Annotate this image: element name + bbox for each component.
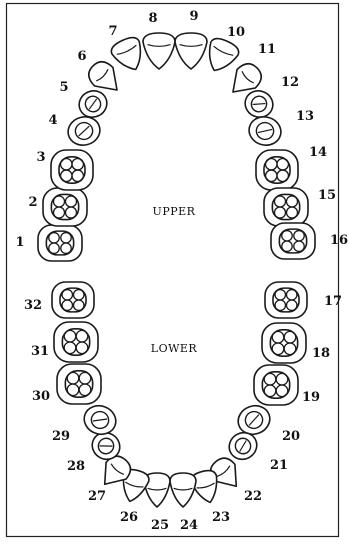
tooth-number-23: 23 — [212, 510, 230, 525]
tooth-13 — [248, 116, 282, 146]
tooth-21 — [228, 431, 258, 461]
teeth-layer — [37, 32, 316, 508]
tooth-number-17: 17 — [324, 294, 342, 309]
tooth-29 — [83, 404, 117, 436]
tooth-number-14: 14 — [309, 145, 327, 160]
tooth-number-7: 7 — [108, 24, 117, 39]
tooth-number-30: 30 — [32, 389, 50, 404]
tooth-number-18: 18 — [312, 346, 330, 361]
tooth-number-9: 9 — [189, 9, 198, 24]
tooth-23 — [190, 469, 218, 504]
tooth-20 — [237, 404, 271, 436]
tooth-number-21: 21 — [270, 458, 288, 473]
tooth-25 — [143, 472, 171, 508]
tooth-9 — [174, 32, 208, 70]
tooth-15 — [263, 187, 309, 227]
upper-arch-label: UPPER — [153, 205, 196, 218]
tooth-24 — [169, 472, 197, 508]
tooth-14 — [255, 149, 299, 191]
tooth-32 — [51, 281, 95, 319]
frame-border — [5, 2, 340, 538]
tooth-number-26: 26 — [120, 510, 138, 525]
tooth-number-5: 5 — [59, 80, 68, 95]
tooth-number-25: 25 — [151, 518, 169, 533]
tooth-number-6: 6 — [77, 49, 86, 64]
tooth-number-1: 1 — [15, 235, 24, 250]
tooth-16 — [270, 222, 316, 260]
tooth-number-15: 15 — [318, 188, 336, 203]
tooth-11 — [232, 62, 263, 93]
tooth-number-24: 24 — [180, 518, 198, 533]
tooth-26 — [122, 468, 150, 503]
tooth-18 — [261, 322, 307, 364]
tooth-3 — [50, 149, 94, 191]
lower-arch-label: LOWER — [151, 342, 198, 355]
tooth-2 — [42, 187, 88, 227]
tooth-28 — [91, 431, 121, 461]
tooth-number-31: 31 — [31, 344, 49, 359]
tooth-number-22: 22 — [244, 489, 262, 504]
tooth-number-20: 20 — [282, 429, 300, 444]
tooth-27 — [103, 455, 132, 486]
tooth-4 — [67, 116, 101, 146]
tooth-6 — [87, 60, 118, 91]
tooth-10 — [208, 37, 240, 72]
tooth-number-12: 12 — [281, 75, 299, 90]
tooth-number-2: 2 — [28, 195, 37, 210]
tooth-31 — [53, 321, 99, 363]
tooth-number-29: 29 — [52, 429, 70, 444]
tooth-19 — [253, 364, 299, 406]
tooth-number-27: 27 — [88, 489, 106, 504]
tooth-number-3: 3 — [36, 150, 45, 165]
tooth-number-32: 32 — [24, 298, 42, 313]
tooth-1 — [37, 224, 83, 262]
tooth-12 — [244, 90, 274, 118]
tooth-number-19: 19 — [302, 390, 320, 405]
tooth-number-4: 4 — [48, 113, 57, 128]
tooth-5 — [78, 90, 108, 118]
tooth-30 — [56, 363, 102, 405]
tooth-number-10: 10 — [227, 25, 245, 40]
tooth-number-28: 28 — [67, 459, 85, 474]
tooth-number-13: 13 — [296, 109, 314, 124]
tooth-17 — [264, 281, 308, 319]
tooth-number-8: 8 — [148, 11, 157, 26]
tooth-7 — [110, 36, 142, 71]
tooth-number-16: 16 — [330, 233, 348, 248]
tooth-number-11: 11 — [258, 42, 276, 57]
